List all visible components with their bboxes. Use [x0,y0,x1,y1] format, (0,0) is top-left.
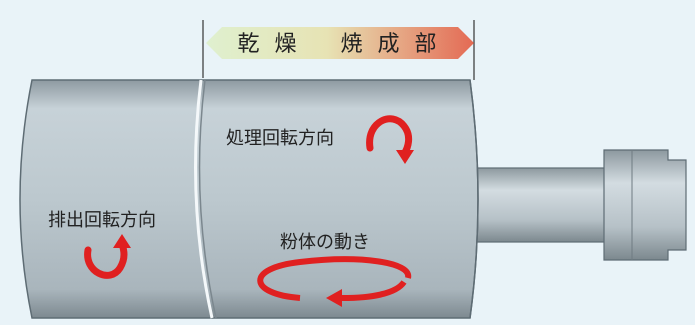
shaft-coupling [603,149,687,261]
drum-end-cap [469,79,479,319]
discharge-rotation-label: 排出回転方向 [48,210,156,231]
powder-motion-label: 粉体の動き [280,232,370,253]
discharge-rotation-arrow [84,234,131,279]
zone-banner: 乾 燥 焼 成 部 [206,27,472,57]
drum-seam [198,79,217,319]
process-rotation-arrow [366,115,414,164]
drum-seam-highlight [194,79,214,319]
drum-body [19,79,479,319]
process-rotation-label: 処理回転方向 [226,128,334,149]
shaft [454,167,616,243]
zone-banner-arrow [206,27,474,59]
zone-right-label: 焼 成 部 [340,32,441,57]
zone-left-label: 乾 燥 [237,32,301,57]
powder-motion-arrow [257,256,412,307]
